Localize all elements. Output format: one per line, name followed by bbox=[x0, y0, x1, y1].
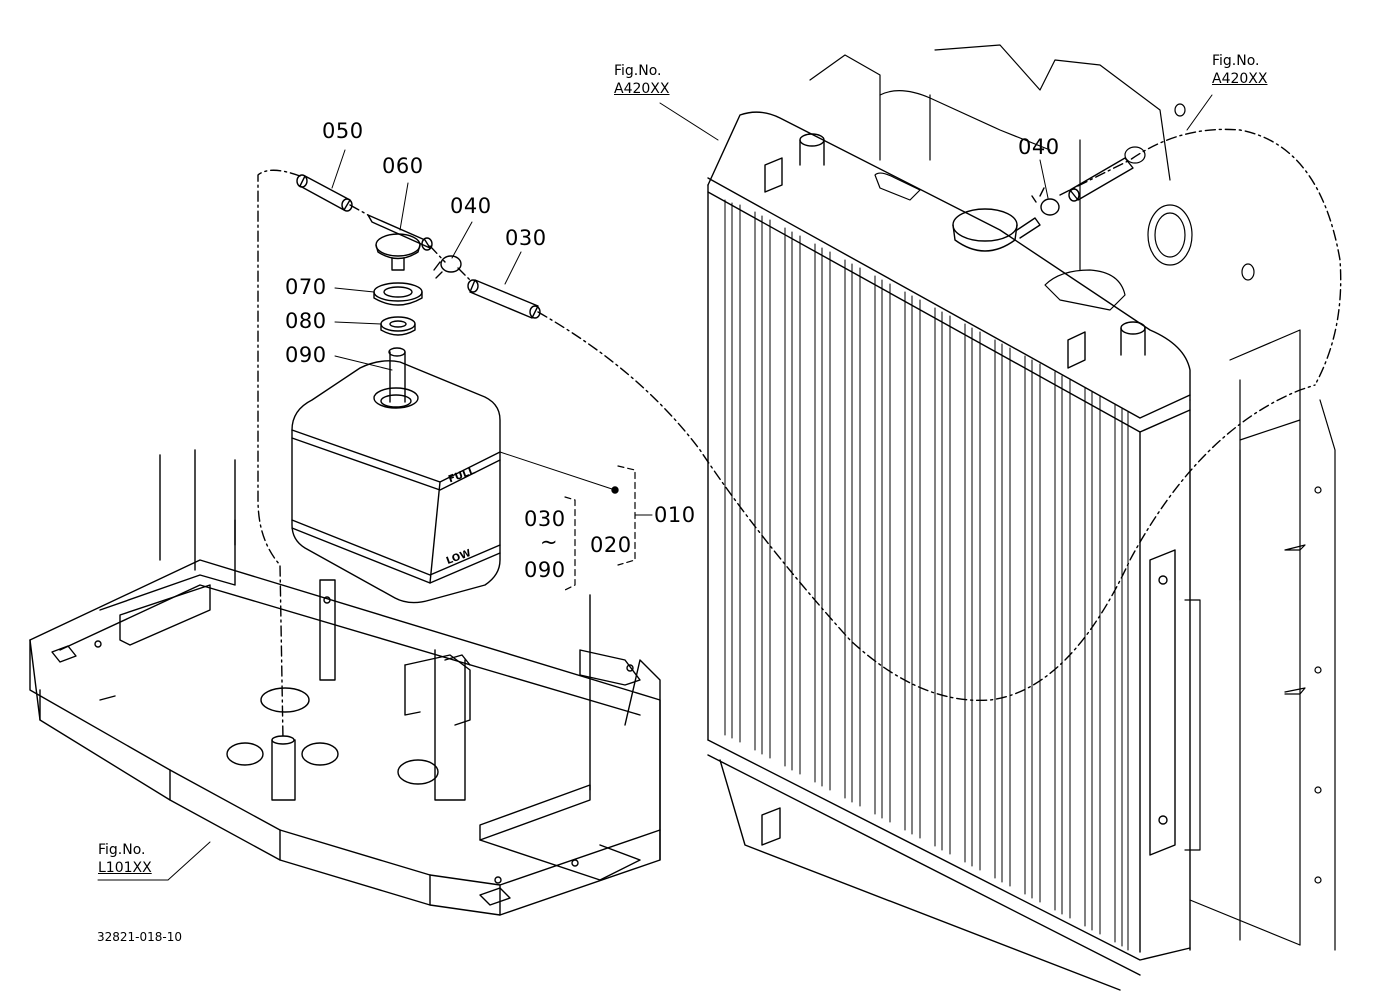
range-label-sep: ~ bbox=[540, 530, 559, 554]
clip-040-right bbox=[1031, 187, 1060, 216]
overflow-pipe-right bbox=[1068, 157, 1134, 202]
assembly-dot bbox=[611, 486, 619, 494]
frame-floor-plate bbox=[29, 449, 661, 916]
seal-080 bbox=[380, 316, 416, 336]
fig-ref-code[interactable]: A420XX bbox=[614, 80, 670, 97]
hose-050 bbox=[296, 174, 353, 212]
document-number: 32821-018-10 bbox=[97, 930, 183, 944]
range-label-end: 090 bbox=[524, 558, 566, 582]
fig-ref-label: Fig.No. bbox=[1212, 53, 1260, 69]
part-label-010: 010 bbox=[654, 503, 696, 527]
part-label-080: 080 bbox=[285, 309, 327, 333]
part-label-030: 030 bbox=[505, 226, 547, 250]
fig-ref-code[interactable]: A420XX bbox=[1212, 70, 1268, 87]
part-label-040-right: 040 bbox=[1018, 135, 1060, 159]
radiator bbox=[707, 111, 1191, 991]
fig-ref-top-center[interactable]: Fig.No. A420XX bbox=[614, 63, 669, 98]
clip-040-left bbox=[433, 255, 462, 279]
fig-ref-top-right[interactable]: Fig.No. A420XX bbox=[1212, 53, 1267, 88]
fig-ref-label: Fig.No. bbox=[614, 63, 662, 79]
shroud-panel bbox=[809, 44, 1336, 951]
part-label-070: 070 bbox=[285, 275, 327, 299]
assembly-lines bbox=[257, 128, 1342, 741]
fig-ref-bottom-left[interactable]: Fig.No. L101XX bbox=[98, 842, 152, 877]
leader-lines bbox=[167, 94, 1213, 881]
part-label-060: 060 bbox=[382, 154, 424, 178]
part-label-020: 020 bbox=[590, 533, 632, 557]
washer-070 bbox=[373, 282, 423, 306]
part-label-040-left: 040 bbox=[450, 194, 492, 218]
reserve-tank bbox=[291, 347, 501, 604]
range-label-start: 030 bbox=[524, 507, 566, 531]
cap-060 bbox=[367, 214, 433, 271]
part-label-090: 090 bbox=[285, 343, 327, 367]
part-label-050: 050 bbox=[322, 119, 364, 143]
fig-ref-code[interactable]: L101XX bbox=[98, 859, 152, 876]
hose-030 bbox=[467, 279, 541, 319]
fig-ref-label: Fig.No. bbox=[98, 842, 146, 858]
